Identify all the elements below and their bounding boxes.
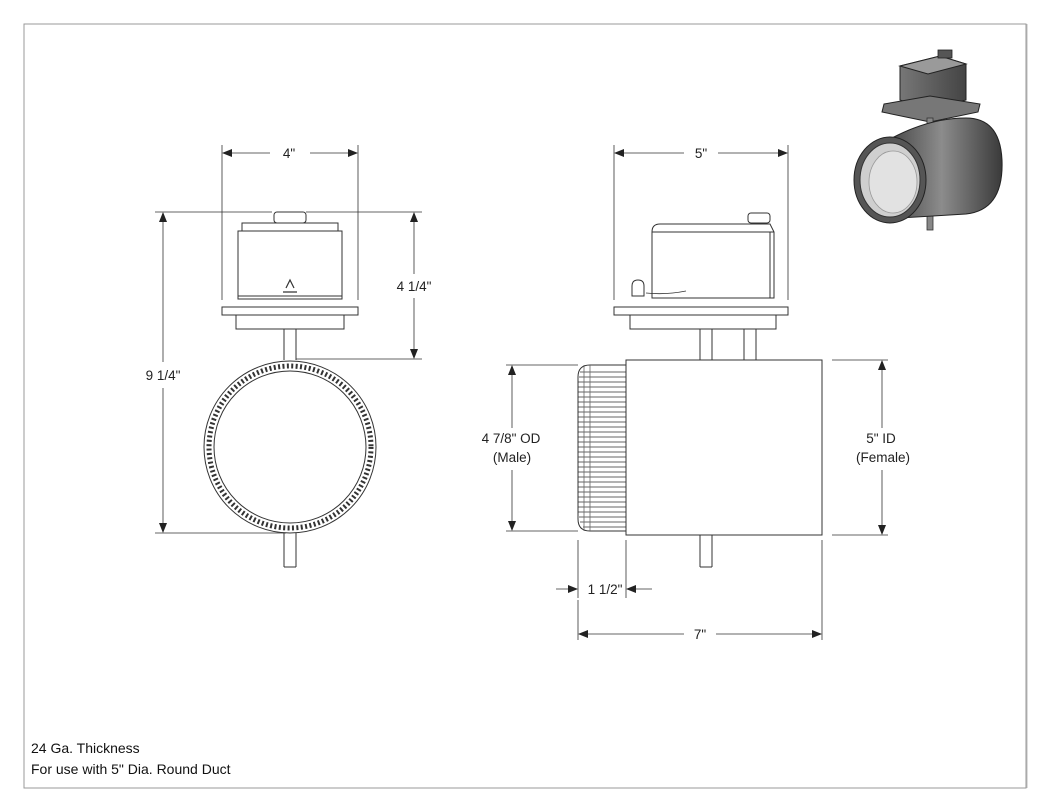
side-view xyxy=(577,212,823,568)
front-actuator-height-label: 4 1/4" xyxy=(397,279,432,294)
front-actuator-knob xyxy=(273,211,307,224)
sheet-frame xyxy=(23,23,1028,789)
male-od-label: 4 7/8" OD xyxy=(482,431,541,446)
side-duct-body xyxy=(625,359,823,536)
front-actuator-top xyxy=(241,222,339,232)
side-actuator-housing xyxy=(651,223,775,299)
overall-length-label: 7" xyxy=(694,627,707,642)
front-view xyxy=(203,211,377,568)
female-id-label: 5" ID xyxy=(866,431,896,446)
male-label: (Male) xyxy=(493,450,531,465)
front-overall-height-label: 9 1/4" xyxy=(146,368,181,383)
front-actuator-housing xyxy=(237,230,343,300)
side-male-collar xyxy=(577,364,627,532)
front-duct-crimp xyxy=(206,363,374,531)
iso-flange xyxy=(881,95,981,123)
front-latch xyxy=(283,278,297,293)
front-dimensions xyxy=(155,145,422,534)
collar-length-label: 1 1/2" xyxy=(588,582,623,597)
front-width-label: 4" xyxy=(283,146,296,161)
front-flange xyxy=(221,306,359,316)
thickness-note: 24 Ga. Thickness xyxy=(31,740,140,756)
female-label: (Female) xyxy=(856,450,910,465)
side-width-label: 5" xyxy=(695,146,708,161)
side-actuator-knob xyxy=(747,212,771,224)
usage-note: For use with 5" Dia. Round Duct xyxy=(31,761,231,777)
side-flange xyxy=(613,306,789,316)
side-collar-ribs xyxy=(578,365,626,531)
isometric-view xyxy=(853,49,1003,231)
side-dimensions xyxy=(506,145,888,640)
side-latch xyxy=(631,279,645,297)
front-duct-inner xyxy=(213,370,367,524)
front-duct-outer xyxy=(203,360,377,534)
